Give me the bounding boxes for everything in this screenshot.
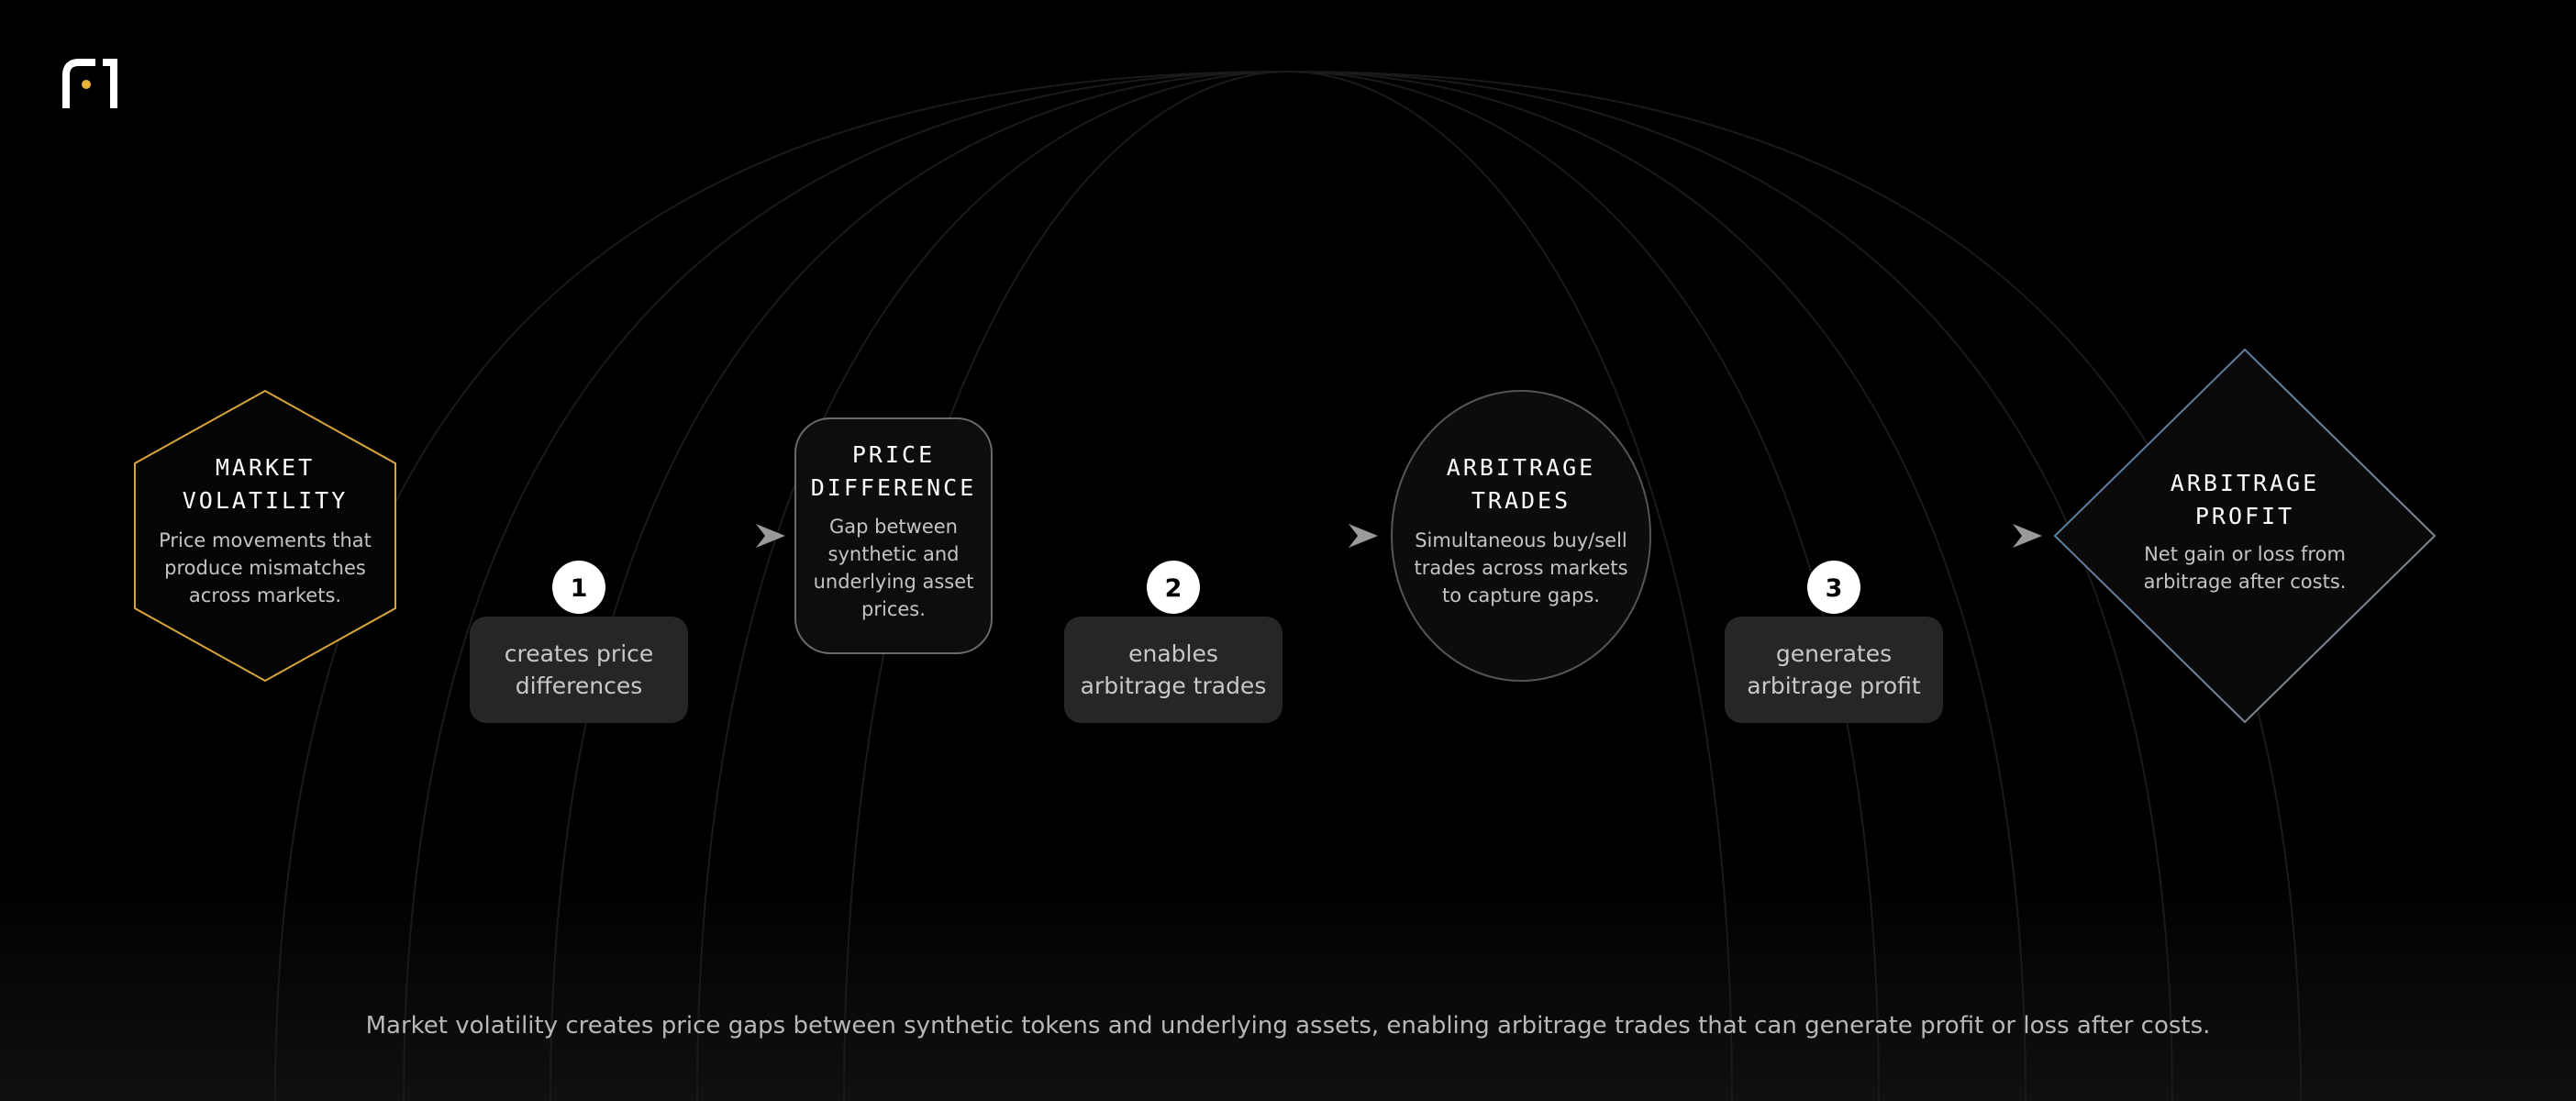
step-number: 1 [571, 574, 588, 603]
arrow-head-icon [1349, 524, 1378, 548]
node-description-line: produce mismatches [164, 557, 366, 579]
node-title: ARBITRAGE PROFIT [2171, 470, 2319, 529]
node-title: MARKET VOLATILITY [183, 454, 349, 514]
connector-arrow [1660, 524, 2042, 548]
step-label-line: enables [1128, 640, 1218, 667]
step-label-line: arbitrage profit [1747, 673, 1921, 699]
arrow-head-icon [756, 524, 785, 548]
step-label-pill [1725, 617, 1943, 723]
node-description: Simultaneous buy/sell trades across marke… [1414, 529, 1627, 606]
node-shape-ellipse [1391, 390, 1651, 682]
node-shape-rounded-rect [794, 417, 993, 654]
node-description-line: underlying asset [814, 571, 974, 593]
node-description-line: synthetic and [828, 543, 960, 565]
step-label-line: arbitrage trades [1081, 673, 1267, 699]
node-description: Price movements that produce mismatches ac… [159, 529, 372, 606]
nodes: MARKET VOLATILITY Price movements that prod… [134, 348, 2437, 724]
node-title-line: PROFIT [2195, 503, 2294, 529]
node-price-difference[interactable]: PRICE DIFFERENCE Gap between synthetic and u… [794, 417, 993, 654]
node-description: Gap between synthetic and underlying asset… [814, 516, 974, 620]
node-market-volatility[interactable]: MARKET VOLATILITY Price movements that prod… [134, 389, 396, 683]
node-description-line: across markets. [189, 584, 341, 606]
steps: creates price differences 1 enables arbitrag… [470, 561, 1943, 723]
node-description-line: to capture gaps. [1442, 584, 1600, 606]
node-title-line: MARKET [216, 454, 315, 481]
step-3: generates arbitrage profit 3 [1725, 561, 1943, 723]
node-title-line: ARBITRAGE [2171, 470, 2319, 496]
node-title-line: TRADES [1471, 487, 1571, 514]
node-title: PRICE DIFFERENCE [811, 441, 977, 501]
step-label-pill [1064, 617, 1282, 723]
node-description-line: Gap between [829, 516, 958, 538]
step-label: generates arbitrage profit [1747, 640, 1921, 699]
node-description: Net gain or loss from arbitrage after cos… [2144, 543, 2347, 593]
step-label-line: generates [1776, 640, 1892, 667]
node-description-line: prices. [861, 598, 926, 620]
step-number: 2 [1165, 574, 1183, 603]
node-description-line: Price movements that [159, 529, 372, 551]
step-number-badge [552, 561, 605, 614]
step-label-pill [470, 617, 688, 723]
node-title-line: PRICE [852, 441, 935, 468]
node-title: ARBITRAGE TRADES [1447, 454, 1595, 514]
step-number-badge [1147, 561, 1200, 614]
node-arbitrage-trades[interactable]: ARBITRAGE TRADES Simultaneous buy/sell trad… [1391, 390, 1651, 682]
node-description-line: Net gain or loss from [2144, 543, 2346, 565]
node-description-line: Simultaneous buy/sell [1415, 529, 1627, 551]
connectors [404, 524, 2042, 548]
caption: Market volatility creates price gaps bet… [366, 1012, 2211, 1040]
step-label-line: differences [516, 673, 643, 699]
brand-logo-icon[interactable] [62, 59, 117, 108]
connector-arrow [404, 524, 785, 548]
node-arbitrage-profit[interactable]: ARBITRAGE PROFIT Net gain or loss from arbi… [2053, 348, 2437, 724]
node-title-line: VOLATILITY [183, 487, 349, 514]
step-number-badge [1807, 561, 1860, 614]
step-1: creates price differences 1 [470, 561, 688, 723]
node-shape-diamond [2053, 348, 2437, 724]
step-number: 3 [1826, 574, 1843, 603]
node-description-line: arbitrage after costs. [2144, 571, 2347, 593]
node-title-line: DIFFERENCE [811, 474, 977, 501]
step-label: creates price differences [505, 640, 654, 699]
step-label-line: creates price [505, 640, 654, 667]
step-2: enables arbitrage trades 2 [1064, 561, 1282, 723]
node-shape-hexagon [134, 389, 396, 683]
node-description-line: trades across markets [1414, 557, 1627, 579]
connector-arrow [1000, 524, 1378, 548]
node-title-line: ARBITRAGE [1447, 454, 1595, 481]
arrow-head-icon [2013, 524, 2042, 548]
step-label: enables arbitrage trades [1081, 640, 1267, 699]
